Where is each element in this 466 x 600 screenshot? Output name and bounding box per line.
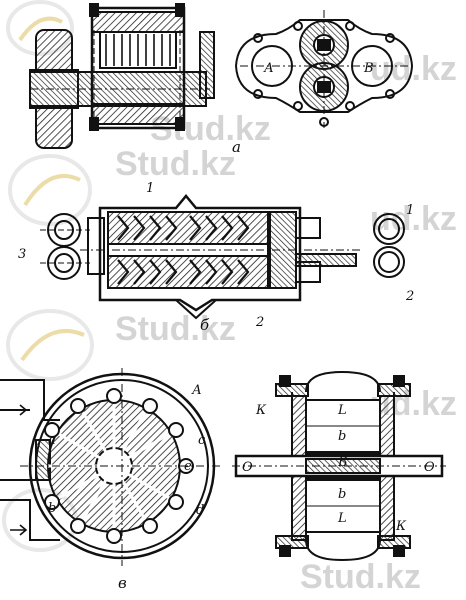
figure-b-caption: б [200, 316, 210, 334]
figure-d-section-view [232, 370, 446, 562]
figure-d-label-L-bottom: L [337, 511, 347, 526]
figure-d-label-b-top: b [338, 429, 346, 444]
figure-c-label-e: е [184, 459, 192, 474]
figure-d-label-L-top: L [337, 403, 347, 418]
watermark-text: Stud.kz [115, 310, 236, 348]
figure-b-screw-pump [40, 194, 405, 320]
figure-c-label-A: А [191, 383, 202, 398]
figure-d-label-O-left: О [242, 460, 253, 475]
watermark-text: Stud.kz [300, 558, 421, 596]
figure-c-label-d: d [196, 503, 204, 518]
watermark-logo [6, 309, 94, 381]
figure-d-label-O-right: О [424, 460, 435, 475]
figure-a-caption: а [232, 138, 241, 156]
watermark-logo [8, 154, 92, 226]
watermark-layer: Stud.kz Stud.kz Stud.kz ud.kz ud.kz ud.k… [2, 0, 457, 596]
figure-b-label-right-2: 2 [405, 289, 414, 304]
figure-c-label-b: b [48, 501, 56, 516]
figure-c-label-c: с [198, 433, 206, 448]
figure-a-label-left: А [263, 61, 274, 76]
figure-b-label-top-1: 1 [146, 181, 154, 196]
figure-c-caption: в [118, 574, 127, 592]
figure-b-label-left-3: 3 [18, 247, 26, 262]
figure-d-label-B: В [337, 455, 348, 470]
figure-b-label-right-1: 1 [406, 203, 414, 218]
figure-a-label-right: В [363, 61, 374, 76]
figure-a-side-view [29, 3, 215, 149]
figure-b-label-bottom-2: 2 [255, 315, 264, 330]
watermark-text: Stud.kz [115, 145, 236, 183]
figure-c-vane-pump [0, 368, 220, 566]
figure-d-label-K-bottom: К [395, 519, 407, 534]
figure-a-end-view [234, 10, 414, 128]
figure-d-label-K-top: К [255, 403, 267, 418]
figure-d-label-b-bottom: b [338, 487, 346, 502]
figure-c-label-a: а [48, 433, 56, 448]
